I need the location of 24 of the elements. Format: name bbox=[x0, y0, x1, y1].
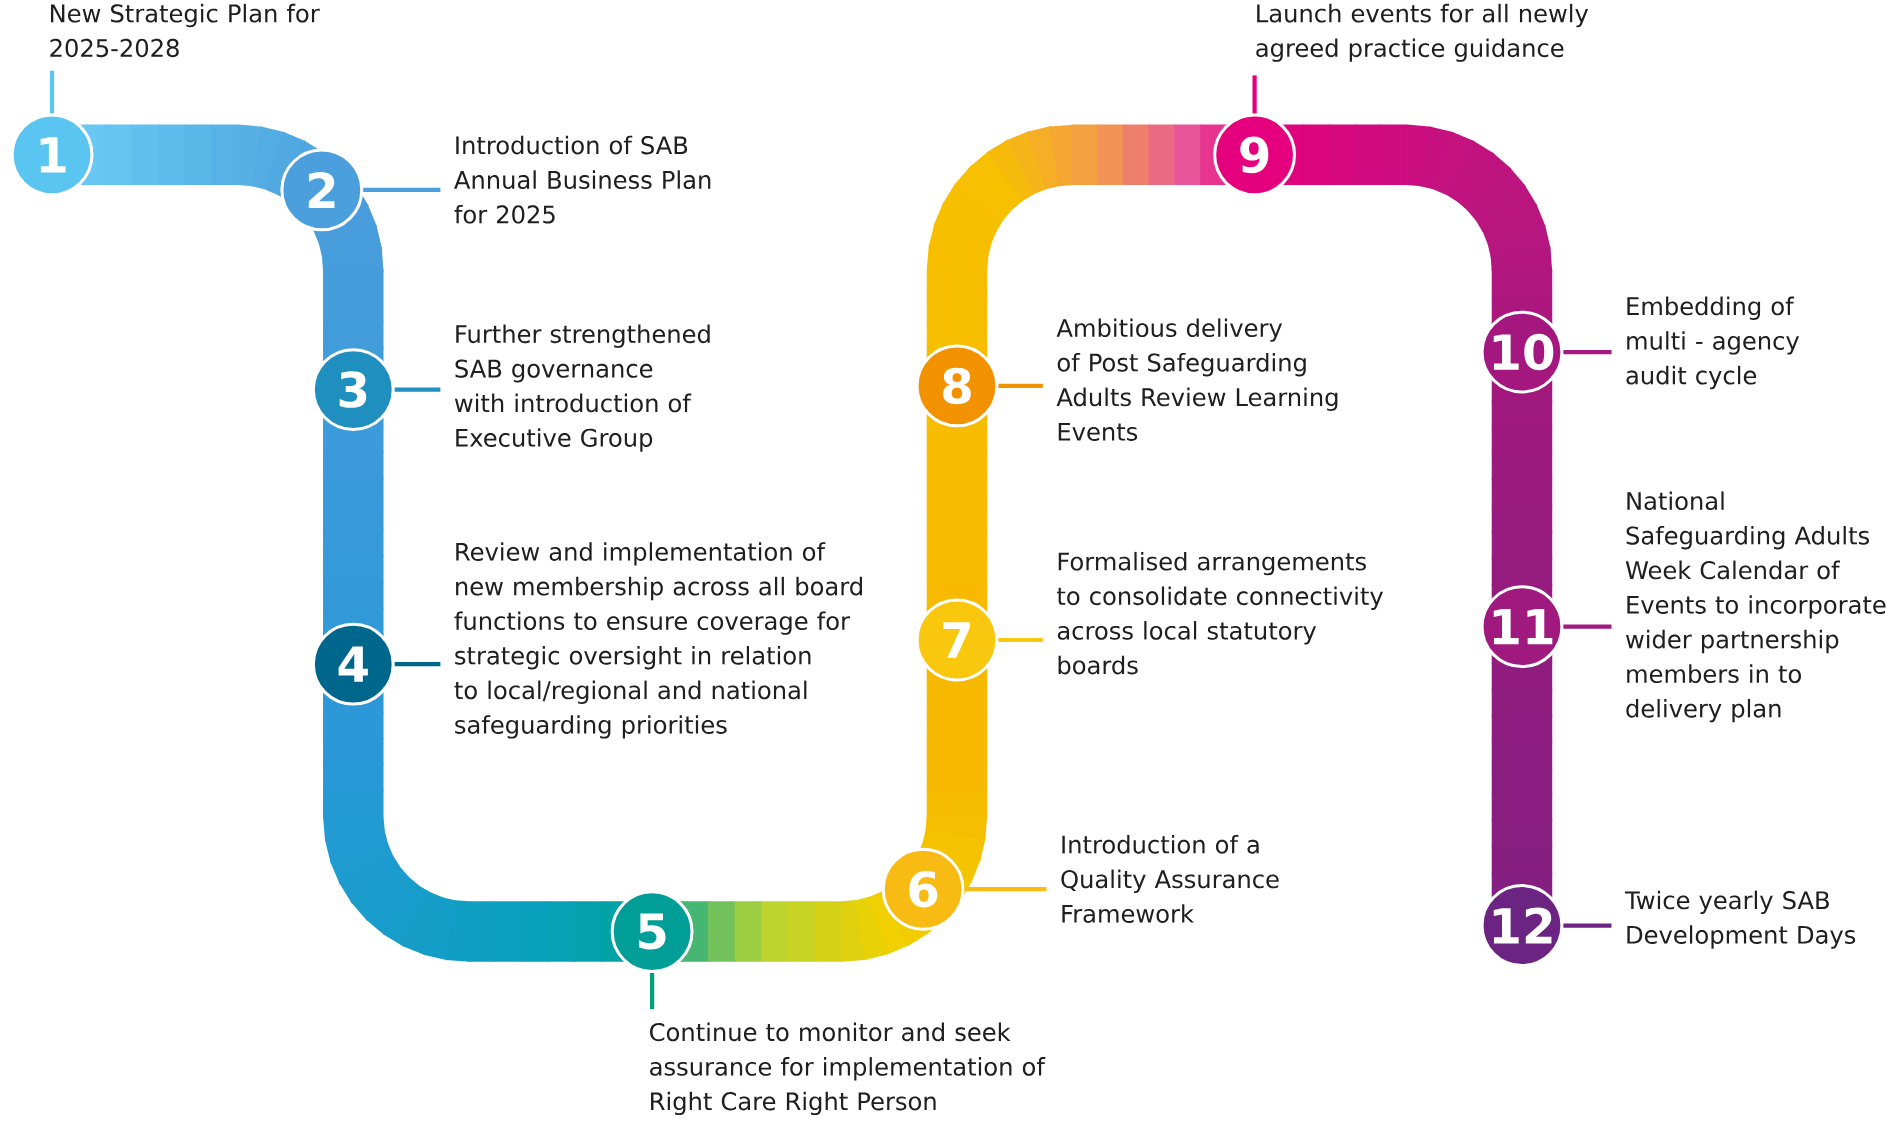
leader-line bbox=[998, 383, 1043, 388]
leader-line bbox=[650, 972, 655, 1009]
milestone-text: Twice yearly SAB Development Days bbox=[1624, 890, 1856, 949]
milestone-text: Ambitious delivery of Post Safeguarding Adults Review Learning Events bbox=[1056, 318, 1338, 441]
leader-line bbox=[1563, 349, 1612, 355]
leader-line bbox=[394, 662, 441, 667]
milestone-text: New Strategic Plan for 2025-2028 bbox=[50, 3, 320, 58]
milestone-text: Review and implementation of new membership across all board functions to ensure coverage for strategic oversight in relation to local/regional and national safeguarding priorities bbox=[454, 542, 862, 739]
leader-line bbox=[964, 887, 1047, 892]
milestone-text: Launch events for all newly agreed practice guidance bbox=[1256, 3, 1589, 62]
milestone-text: National Safeguarding Adults Week Calendar of Events to incorporate wider partnership members in to delivery plan bbox=[1625, 491, 1886, 723]
milestone-text: Formalised arrangements to consolidate connectivity across local statutory boards bbox=[1057, 551, 1383, 675]
milestone-text: Introduction of a Quality Assurance Framework bbox=[1061, 834, 1279, 923]
leader-line bbox=[1252, 75, 1257, 114]
milestone-text: Embedding of multi - agency audit cycle bbox=[1626, 296, 1800, 390]
leader-line bbox=[394, 387, 441, 392]
milestone-text: Introduction of SAB Annual Business Plan for 2025 bbox=[454, 135, 711, 224]
milestone-text: Continue to monitor and seek assurance for implementation of Right Care Right Person bbox=[650, 1022, 1046, 1116]
leader-line bbox=[363, 187, 441, 192]
milestone-text: Further strengthened SAB governance with introduction of Executive Group bbox=[454, 324, 710, 452]
leader-line bbox=[1563, 923, 1612, 928]
leader-line bbox=[1563, 624, 1612, 629]
leader-line bbox=[49, 70, 55, 114]
leader-line bbox=[998, 637, 1043, 643]
